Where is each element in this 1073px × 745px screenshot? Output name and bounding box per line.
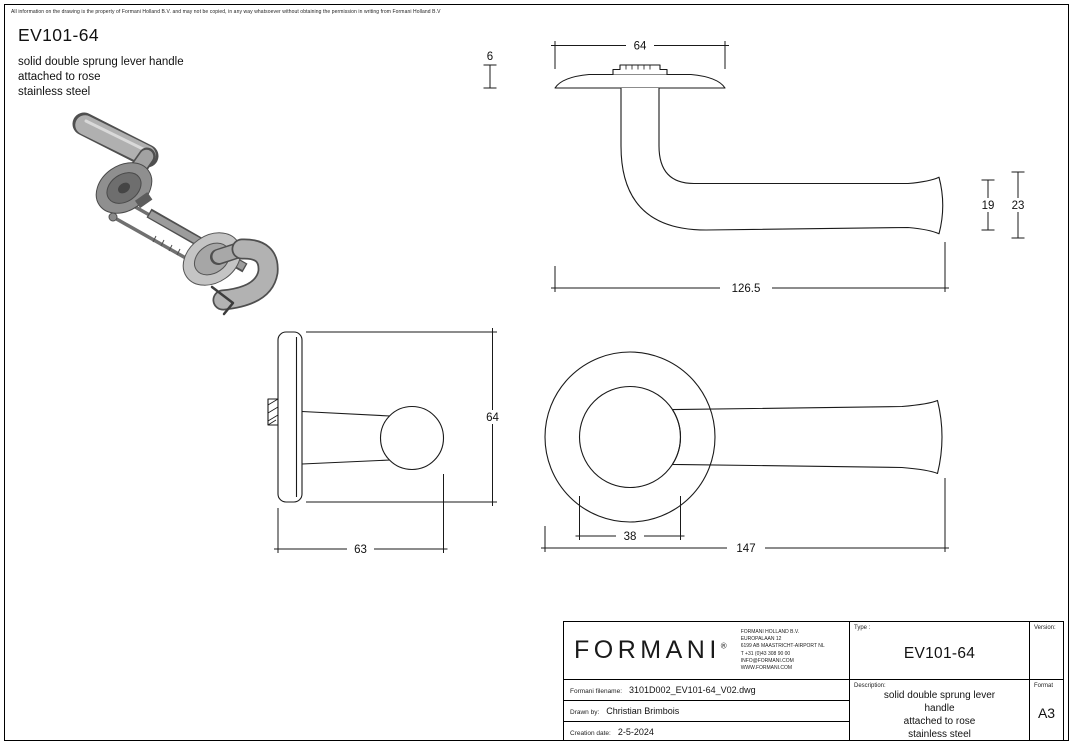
type-cell: Type : EV101-64 — [849, 622, 1029, 679]
neck-front-circle — [578, 385, 682, 489]
description-line: solid double sprung lever — [883, 690, 996, 701]
format-value: A3 — [1037, 705, 1056, 721]
filename-cell: Formani filename: 3101D002_EV101-64_V02.… — [564, 679, 849, 700]
company-address: FORMANI HOLLAND B.V. EUROPALAAN 12 6199 … — [741, 629, 825, 673]
dim-text-handle-length: 126.5 — [732, 283, 761, 295]
description-label: Description: — [854, 683, 886, 689]
filename-value: 3101D002_EV101-64_V02.dwg — [629, 685, 756, 695]
grip-front-outline — [671, 399, 943, 475]
product-code: EV101-64 — [18, 25, 100, 45]
address-line: FORMANI HOLLAND B.V. — [740, 628, 800, 635]
dim-text-grip-end-diameter: 23 — [1012, 200, 1025, 212]
grip-end-circle — [379, 405, 445, 471]
formani-logo: FORMANI® — [574, 636, 727, 665]
dim-rose-profile-diameter: 64 — [306, 328, 506, 506]
profile-view — [267, 331, 445, 503]
dim-text-rose-profile: 64 — [486, 412, 499, 424]
creation-date-value: 2-5-2024 — [617, 727, 654, 737]
drawn-by-label: Drawn by: — [570, 709, 600, 716]
dim-text-rose-width: 64 — [634, 41, 647, 53]
rose-profile-outline — [277, 331, 303, 503]
spring-detail-hatch — [267, 398, 279, 426]
drawn-by-cell: Drawn by: Christian Brimbois — [564, 700, 849, 721]
exploded-iso-view — [72, 112, 279, 316]
side-view — [554, 64, 944, 235]
dim-text-grip-diameter: 19 — [982, 200, 995, 212]
spindle-socket — [134, 192, 153, 209]
description-line: handle — [924, 703, 955, 714]
logo-text: FORMANI — [574, 636, 721, 664]
handle2-grip — [214, 240, 277, 309]
allen-key — [210, 285, 235, 316]
dim-neck-diameter: 38 — [575, 496, 685, 543]
front-view — [544, 351, 943, 523]
title-block: FORMANI® FORMANI HOLLAND B.V. EUROPALAAN… — [563, 621, 1064, 741]
dim-grip-end-diameter: 23 — [1006, 171, 1030, 239]
registered-mark: ® — [720, 641, 727, 651]
description-line: stainless steel — [908, 729, 971, 740]
format-cell: Format A3 — [1029, 679, 1063, 740]
version-cell: Version: — [1029, 622, 1063, 679]
product-desc-line: stainless steel — [18, 86, 91, 99]
description-text: solid double sprung lever handle attache… — [850, 689, 1029, 740]
address-line: 6199 AB MAASTRICHT-AIRPORT NL — [740, 643, 825, 650]
dim-text-overall-length: 147 — [736, 543, 755, 555]
version-label: Version: — [1034, 625, 1056, 631]
handle1-grip-highlight — [84, 119, 145, 151]
type-value: EV101-64 — [903, 644, 976, 662]
rose-side-outline — [554, 73, 726, 89]
product-desc-line: solid double sprung lever handle — [18, 56, 184, 68]
dim-rose-thickness: 6 — [483, 51, 497, 89]
screw-head — [108, 212, 118, 222]
format-label: Format — [1034, 683, 1054, 689]
dim-text-neck-diameter: 38 — [624, 531, 637, 543]
rose-front-circle — [544, 351, 716, 523]
dim-overall-length: 147 — [541, 478, 949, 555]
dim-projection-depth: 63 — [274, 474, 448, 556]
drawing-header: EV101-64 solid double sprung lever handl… — [18, 25, 184, 101]
handle1-grip — [75, 115, 156, 165]
logo-cell: FORMANI® FORMANI HOLLAND B.V. EUROPALAAN… — [564, 622, 849, 679]
sheet-frame — [4, 4, 1069, 741]
neck-bottom-line — [301, 459, 391, 465]
address-line: T +31 (0)43 308 90 00 — [740, 650, 791, 657]
dim-rose-width: 64 — [551, 38, 729, 69]
filename-label: Formani filename: — [570, 688, 623, 695]
dim-handle-length-side: 126.5 — [551, 242, 949, 295]
type-label: Type : — [854, 625, 871, 631]
drawn-by-value: Christian Brimbois — [606, 706, 680, 716]
dim-grip-diameter: 19 — [976, 179, 1000, 231]
description-cell: Description: solid double sprung lever h… — [849, 679, 1029, 740]
product-description: solid double sprung lever handle attache… — [18, 55, 184, 101]
description-line: attached to rose — [903, 716, 976, 727]
rose-top-detail — [612, 64, 668, 75]
neck-top-line — [301, 410, 391, 417]
address-line: EUROPALAAN 12 — [740, 636, 782, 642]
dim-text-rose-thickness: 6 — [487, 51, 493, 63]
dim-text-projection: 63 — [354, 544, 367, 556]
address-line: WWW.FORMANI.COM — [740, 665, 793, 671]
creation-date-cell: Creation date: 2-5-2024 — [564, 721, 849, 740]
product-desc-line: attached to rose — [18, 71, 101, 84]
rose-top-detail-hatch — [625, 65, 651, 70]
handle-side-outline — [620, 88, 944, 235]
address-line: INFO@FORMANI.COM — [740, 657, 794, 664]
creation-date-label: Creation date: — [570, 730, 611, 737]
copyright-disclaimer: All information on the drawing is the pr… — [11, 9, 441, 15]
